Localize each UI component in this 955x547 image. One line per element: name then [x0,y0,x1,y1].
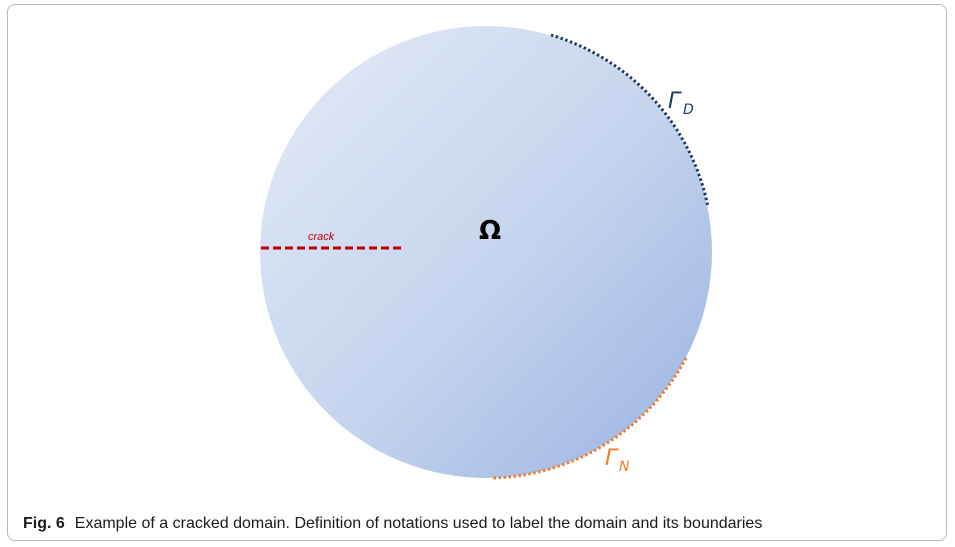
domain-disk [260,26,712,478]
neumann-label-main: Γ [605,446,619,471]
neumann-label-sub: N [619,459,630,475]
domain-label: Ω [479,216,501,246]
figure-number: Fig. 6 [23,515,65,532]
cracked-domain-diagram: crack Ω Γ D Γ N [260,26,712,480]
crack-label: crack [308,231,335,243]
caption-text: Example of a cracked domain. Definition … [74,515,763,532]
dirichlet-boundary [550,33,710,208]
dirichlet-label-main: Γ [668,89,682,114]
figure-frame: crack Ω Γ D Γ N Fig. 6 Example of a crack… [7,4,947,541]
neumann-boundary [491,357,688,480]
figure-caption: Fig. 6 Example of a cracked domain. Defin… [23,515,762,533]
dirichlet-label-sub: D [683,102,694,118]
